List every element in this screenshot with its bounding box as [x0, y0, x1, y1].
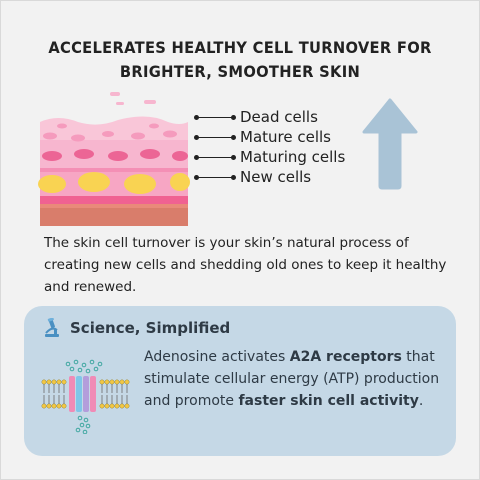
highlight-faster-activity: faster skin cell activity: [238, 393, 419, 409]
pointer-line: [194, 154, 236, 160]
label-mature-cells: Mature cells: [194, 127, 345, 147]
science-title: Science, Simplified: [70, 319, 231, 337]
title-line-1: ACCELERATES HEALTHY CELL TURNOVER FOR: [48, 38, 432, 57]
science-header: Science, Simplified: [42, 318, 230, 338]
microscope-icon: [45, 318, 59, 337]
label-maturing-cells: Maturing cells: [194, 147, 345, 167]
cell-membrane-icon: [41, 359, 130, 434]
description-text: The skin cell turnover is your skin’s na…: [44, 235, 447, 295]
pointer-line: [194, 174, 236, 180]
pointer-line: [194, 114, 236, 120]
label-new-cells: New cells: [194, 167, 345, 187]
pointer-line: [194, 134, 236, 140]
layer-labels: Dead cells Mature cells Maturing cells N…: [194, 107, 345, 187]
label-dead-cells: Dead cells: [194, 107, 345, 127]
skin-layers-illustration: [38, 92, 190, 226]
page-title: ACCELERATES HEALTHY CELL TURNOVER FOR BR…: [19, 36, 461, 84]
science-description: Adenosine activates A2A receptors that s…: [144, 349, 440, 409]
title-line-2: BRIGHTER, SMOOTHER SKIN: [119, 62, 361, 81]
up-arrow-icon: [362, 98, 418, 190]
science-panel: Science, Simplified: [24, 306, 456, 456]
highlight-a2a: A2A receptors: [289, 349, 402, 365]
